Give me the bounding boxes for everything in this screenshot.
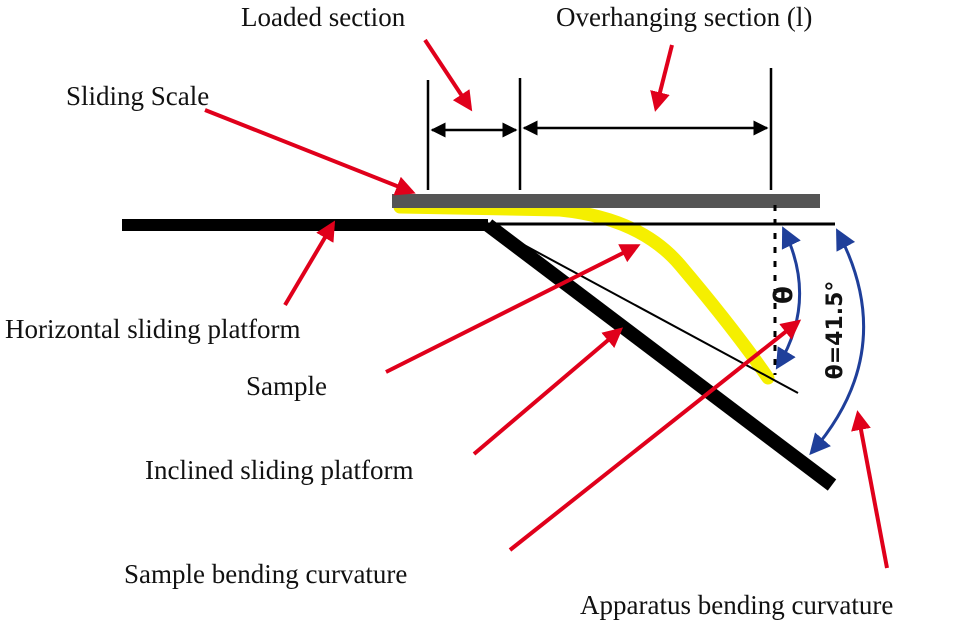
sliding-scale-pointer-arrow: [204, 108, 416, 196]
inclined-platform-pointer-arrow: [472, 327, 624, 456]
theta-label: θ: [766, 286, 796, 304]
theta-fixed-arc: [809, 228, 866, 456]
inclined-platform-line: [483, 219, 837, 491]
theta-fixed-label: θ=41.5°: [823, 281, 848, 380]
sample-strip: [393, 200, 775, 385]
sample-curvature-pointer-arrow: [508, 319, 802, 552]
loaded-section-pointer-arrow: [423, 38, 473, 112]
inclined-platform-label: Inclined sliding platform: [145, 455, 413, 485]
apparatus-curvature-pointer-arrow: [851, 410, 889, 569]
horizontal-platform-pointer-arrow: [283, 220, 336, 307]
horizontal-platform-label: Horizontal sliding platform: [5, 314, 300, 344]
sample-pointer-arrow: [385, 244, 641, 374]
sliding-scale-bar: [392, 194, 820, 208]
sample-tangent-line: [499, 231, 799, 394]
loaded-section-label: Loaded section: [241, 2, 406, 32]
theta-arc: [775, 226, 802, 370]
sample-curvature-label: Sample bending curvature: [124, 559, 407, 589]
sample-label: Sample: [246, 371, 327, 401]
overhanging-section-label: Overhanging section (l): [556, 2, 812, 32]
sliding-scale-label: Sliding Scale: [66, 81, 209, 111]
apparatus-curvature-label: Apparatus bending curvature: [580, 590, 893, 620]
overhang-pointer-arrow: [650, 44, 674, 112]
